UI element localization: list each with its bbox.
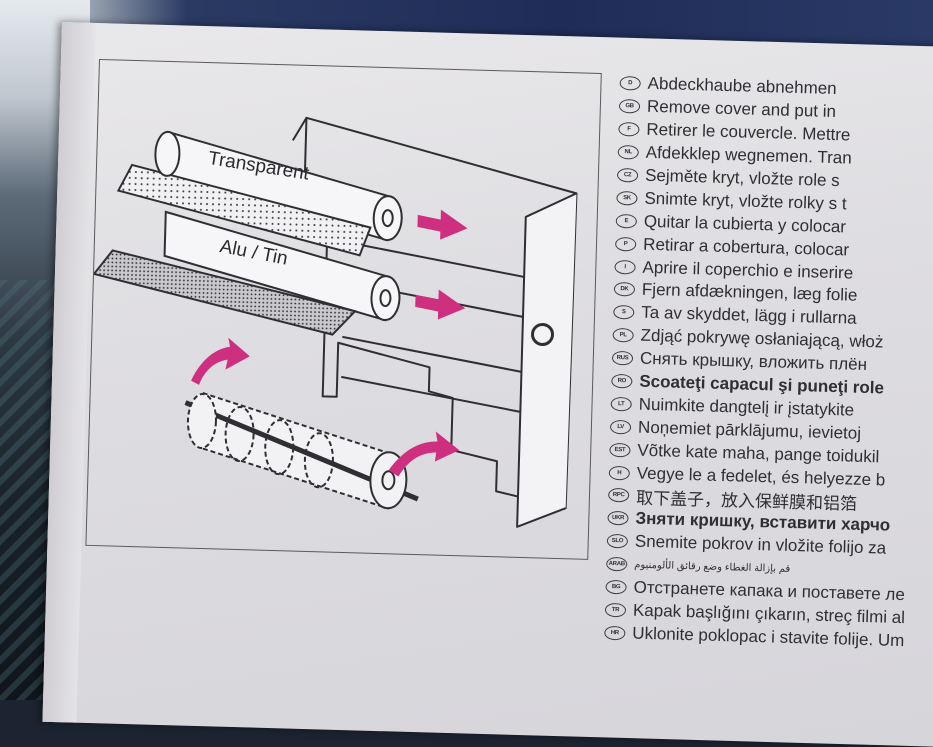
language-code-badge: H [608, 465, 631, 481]
language-code-badge: TR [604, 602, 627, 618]
language-code-badge: LV [609, 419, 632, 435]
language-code-badge: S [613, 305, 635, 320]
language-code-badge: RPC [607, 488, 630, 503]
language-code-badge: PL [612, 328, 634, 343]
language-code-badge: GB [618, 99, 641, 114]
language-code-badge: SLO [606, 534, 629, 549]
language-code-badge: E [615, 213, 638, 229]
language-code-badge: F [618, 122, 640, 137]
language-code-badge: LT [610, 396, 632, 412]
language-code-badge: I [614, 259, 636, 275]
language-code-badge: DK [613, 282, 636, 297]
language-code-badge: RO [611, 373, 633, 389]
language-code-badge: ARAB [606, 556, 628, 572]
language-code-badge: EST [609, 442, 631, 458]
illustration-frame [85, 59, 602, 560]
language-code-badge: SK [616, 190, 638, 206]
arrow-right-icon [415, 289, 466, 320]
curved-arrow-icon [388, 431, 460, 477]
paper-towel-roll [184, 391, 419, 510]
arrow-right-icon [417, 209, 468, 240]
language-code-badge: HR [604, 625, 626, 641]
dispenser-illustration [92, 116, 578, 528]
language-code-badge: D [619, 76, 641, 92]
language-code-badge: UKR [607, 511, 629, 526]
curved-arrow-icon [191, 337, 250, 385]
language-code-badge: CZ [616, 167, 639, 183]
instruction-text: قم بإزالة الغطاء وضع رقائق الألومنيوم [634, 559, 791, 575]
language-code-badge: BG [605, 579, 627, 595]
alu-roll [92, 210, 401, 336]
language-code-badge: NL [617, 145, 639, 160]
language-code-badge: P [615, 236, 637, 252]
transparent-roll [116, 130, 403, 257]
knob-icon [531, 322, 555, 346]
insert-arrows [191, 209, 468, 477]
language-code-badge: RUS [611, 351, 634, 366]
